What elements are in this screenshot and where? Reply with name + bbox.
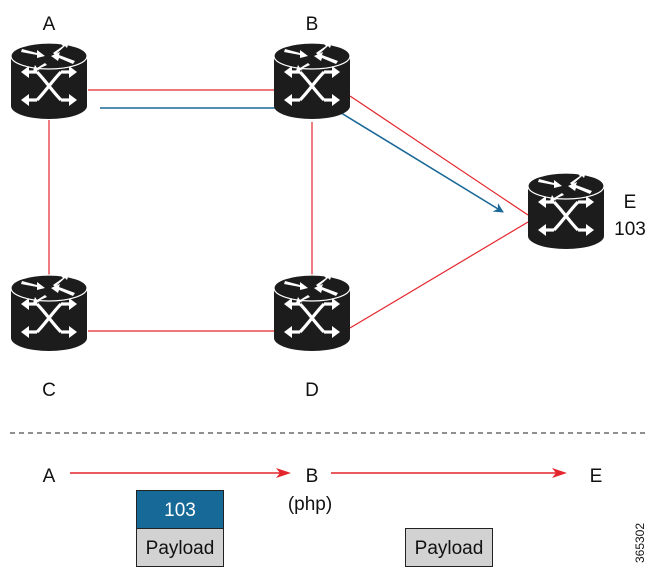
- links: [48, 89, 529, 332]
- node-label-a: A: [43, 14, 56, 35]
- router-a-icon: [9, 40, 89, 121]
- link-d-e: [349, 221, 529, 329]
- router-e-icon: [526, 170, 606, 251]
- node-label-e-label-value: 103: [614, 219, 646, 240]
- link-b-e: [349, 95, 529, 216]
- flow-hop-a: A: [43, 466, 56, 487]
- node-label-c: C: [42, 380, 56, 401]
- payload-box: [136, 528, 224, 567]
- flow-hop-e: E: [590, 466, 603, 487]
- flow-hop-b-php: (php): [288, 494, 332, 515]
- label-value: 103: [164, 500, 196, 521]
- node-label-e: E: [624, 192, 637, 213]
- payload-text: Payload: [146, 538, 215, 559]
- flow-arrow-a-b: [70, 468, 291, 478]
- router-c-icon: [9, 272, 89, 353]
- payload-text: Payload: [415, 538, 484, 559]
- node-label-d: D: [305, 380, 319, 401]
- label-box-103: [136, 490, 224, 529]
- router-d-icon: [272, 272, 352, 353]
- packet-b-e: Payload: [405, 528, 493, 567]
- figure-id: 365302: [633, 523, 647, 563]
- router-b-icon: [272, 40, 352, 121]
- payload-box: [405, 528, 493, 567]
- node-label-b: B: [306, 14, 319, 35]
- lsp-path-a-b-e: [100, 107, 504, 213]
- packet-a-b: 103 Payload: [136, 490, 224, 567]
- flow-hop-b: B: [306, 466, 319, 487]
- flow-arrow-b-e: [331, 468, 567, 478]
